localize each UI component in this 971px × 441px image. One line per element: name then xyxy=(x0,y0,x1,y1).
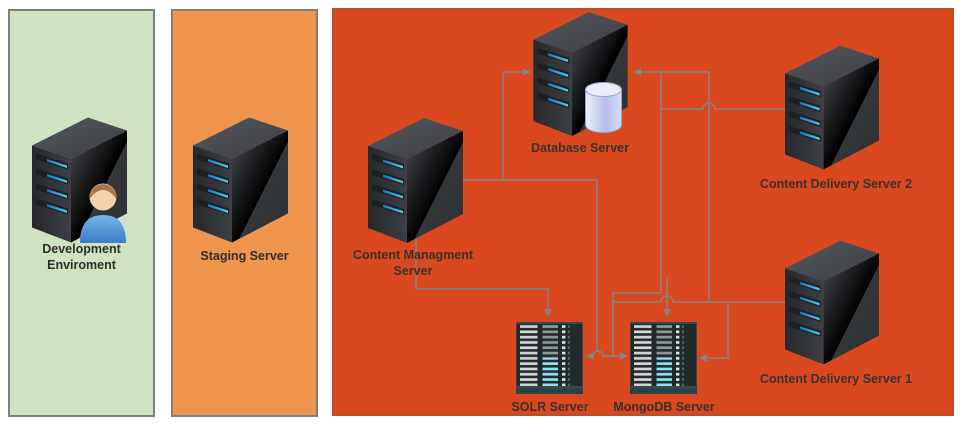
database-server-label: Database Server xyxy=(531,141,629,155)
arrowhead-mongodb-right xyxy=(699,354,707,362)
mongodb-server-label: MongoDB Server xyxy=(613,400,715,414)
database-cylinder-icon xyxy=(584,81,623,134)
arrowhead-database-right xyxy=(633,68,641,76)
developer-person-icon xyxy=(76,177,130,243)
cds2-label: Content Delivery Server 2 xyxy=(759,177,913,191)
edge-cms-to-database xyxy=(502,71,523,180)
edge-cds1-out xyxy=(613,295,785,303)
edge-solr-mongodb xyxy=(592,350,620,357)
arrowhead-mongodb-top xyxy=(663,309,671,317)
cms-server-tower-icon xyxy=(368,118,463,243)
cms-server-label-line2: Server xyxy=(393,264,433,278)
arrowhead-mongodb-left xyxy=(620,352,628,360)
cds2-server-tower-icon xyxy=(785,45,879,170)
edge-cds1-to-mongodb xyxy=(707,302,729,359)
development-environment-label: Development Enviroment xyxy=(8,241,155,273)
edge-junction-down xyxy=(612,72,662,356)
arrowhead-solr-right xyxy=(586,352,594,360)
arrowhead-database-left xyxy=(523,68,531,76)
cds1-label: Content Delivery Server 1 xyxy=(759,372,913,386)
arrowhead-solr-top xyxy=(544,309,552,317)
mongodb-rack-icon xyxy=(630,322,697,394)
development-environment-label-line1: Development xyxy=(42,242,121,256)
staging-server-tower-icon xyxy=(193,117,288,243)
solr-rack-icon xyxy=(516,322,583,394)
solr-server-label: SOLR Server xyxy=(511,400,589,414)
edge-cms-to-solr-top xyxy=(415,237,549,309)
cms-server-label-line1: Content Managment xyxy=(352,248,474,262)
edge-cds1-to-database xyxy=(641,71,710,302)
development-environment-label-line2: Enviroment xyxy=(47,258,116,272)
cds1-server-tower-icon xyxy=(785,240,879,365)
edge-cds2-to-junction xyxy=(661,102,785,110)
staging-server-label: Staging Server xyxy=(200,249,289,263)
cms-server-label: Content Managment Server xyxy=(337,247,489,279)
